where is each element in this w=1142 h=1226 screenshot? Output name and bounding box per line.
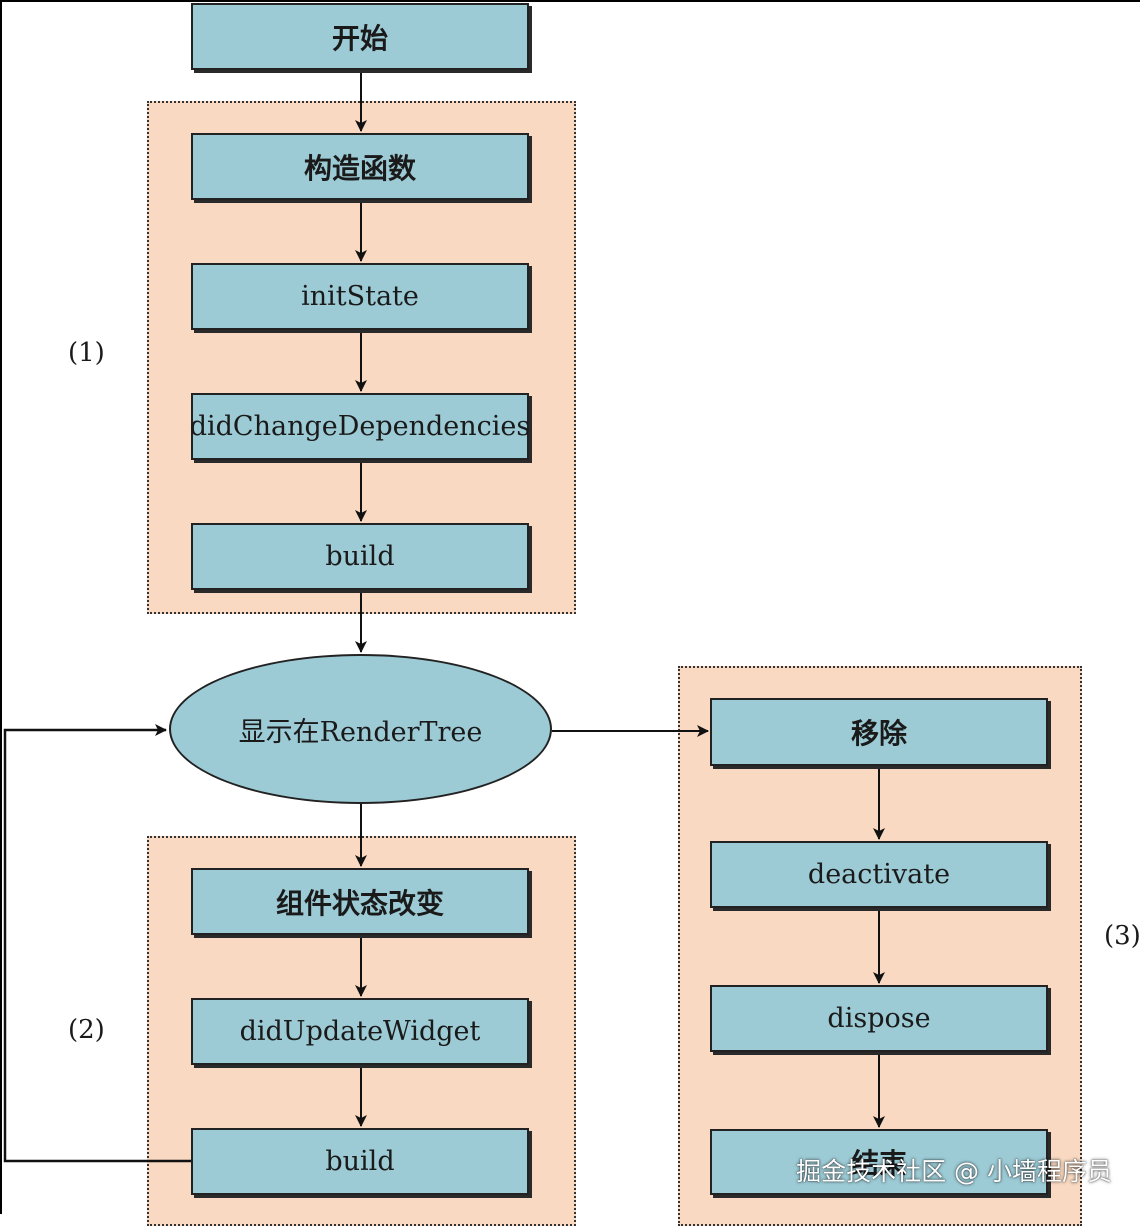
node-did-update-widget: didUpdateWidget <box>191 998 529 1065</box>
edge-build-loop-back <box>3 724 192 1163</box>
node-remove: 移除 <box>710 698 1048 766</box>
node-constructor: 构造函数 <box>191 133 529 200</box>
node-dispose: dispose <box>710 985 1048 1052</box>
node-end: 结束 <box>710 1129 1048 1195</box>
node-render-tree: 显示在RenderTree <box>169 654 552 804</box>
group-label-1: (1) <box>68 338 105 368</box>
node-state-change: 组件状态改变 <box>191 868 529 935</box>
watermark: 掘金技术社区 @ 小墙程序员 <box>796 1157 1112 1186</box>
group-label-3: (3) <box>1104 921 1141 951</box>
node-did-change-dependencies: didChangeDependencies <box>190 393 530 460</box>
node-build-2: build <box>191 1128 529 1195</box>
node-init-state: initState <box>191 263 529 330</box>
group-label-2: (2) <box>68 1015 105 1045</box>
node-build-1: build <box>191 523 529 590</box>
node-deactivate: deactivate <box>710 841 1048 908</box>
node-start: 开始 <box>191 3 529 70</box>
